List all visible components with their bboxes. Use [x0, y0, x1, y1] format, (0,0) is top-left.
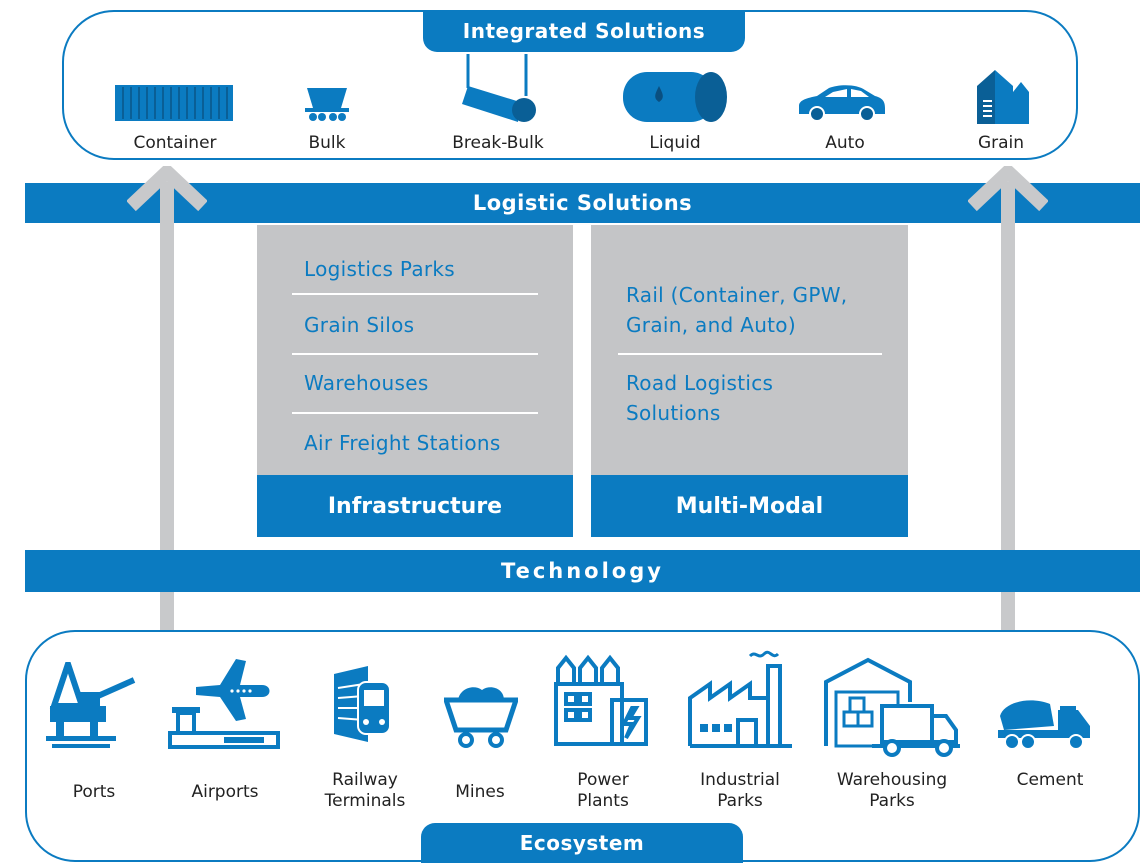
infrastructure-divider [292, 293, 538, 295]
logistic-solutions-bar: Logistic Solutions [25, 183, 1140, 223]
warehouse-truck-icon [822, 656, 962, 764]
liquid-label: Liquid [649, 133, 701, 153]
break-bulk-icon [458, 52, 538, 128]
car-icon [795, 84, 887, 126]
multimodal-item-rail: Rail (Container, GPW, Grain, and Auto) [626, 283, 848, 337]
liquid-tank-icon [611, 72, 729, 126]
break-bulk-label: Break-Bulk [452, 133, 544, 153]
grain-label: Grain [977, 133, 1025, 153]
auto-label: Auto [825, 133, 865, 153]
infrastructure-item-air-freight-stations: Air Freight Stations [304, 431, 501, 455]
airports-label: Airports [191, 782, 259, 802]
infrastructure-panel [257, 225, 573, 475]
railway-terminal-icon [328, 664, 394, 750]
bulk-label: Bulk [308, 133, 346, 153]
right-arrow-shaft [1001, 182, 1015, 632]
right-arrow-head-icon [967, 162, 1049, 216]
ports-label: Ports [72, 782, 116, 802]
mine-cart-icon [442, 682, 520, 752]
industrial-parks-label: Industrial Parks [700, 770, 780, 811]
multimodal-panel [591, 225, 908, 475]
left-arrow-head-icon [126, 162, 208, 216]
warehousing-parks-label: Warehousing Parks [836, 770, 948, 811]
power-plant-icon [554, 654, 650, 752]
railway-terminals-label: Railway Terminals [324, 770, 406, 811]
infrastructure-divider [292, 412, 538, 414]
power-plants-label: Power Plants [577, 770, 629, 811]
multimodal-title: Multi-Modal [591, 475, 908, 537]
industrial-park-icon [688, 650, 794, 754]
multimodal-item-road-logistics: Road Logistics Solutions [626, 371, 774, 425]
infrastructure-title: Infrastructure [257, 475, 573, 537]
cement-mixer-icon [994, 696, 1094, 756]
multimodal-divider [618, 353, 882, 355]
infrastructure-item-warehouses: Warehouses [304, 371, 429, 395]
left-arrow-shaft [160, 182, 174, 632]
mines-label: Mines [455, 782, 505, 802]
port-icon [46, 654, 136, 752]
integrated-solutions-title: Integrated Solutions [423, 10, 745, 52]
ecosystem-title: Ecosystem [421, 823, 743, 863]
bulk-wagon-icon [303, 86, 351, 126]
infrastructure-item-grain-silos: Grain Silos [304, 313, 415, 337]
infrastructure-item-logistics-parks: Logistics Parks [304, 257, 456, 281]
container-icon [115, 85, 233, 125]
grain-silo-icon [973, 68, 1031, 128]
container-label: Container [133, 133, 217, 153]
airport-icon [168, 657, 280, 753]
infrastructure-divider [292, 353, 538, 355]
technology-bar: Technology [25, 550, 1140, 592]
cement-label: Cement [1016, 770, 1084, 790]
